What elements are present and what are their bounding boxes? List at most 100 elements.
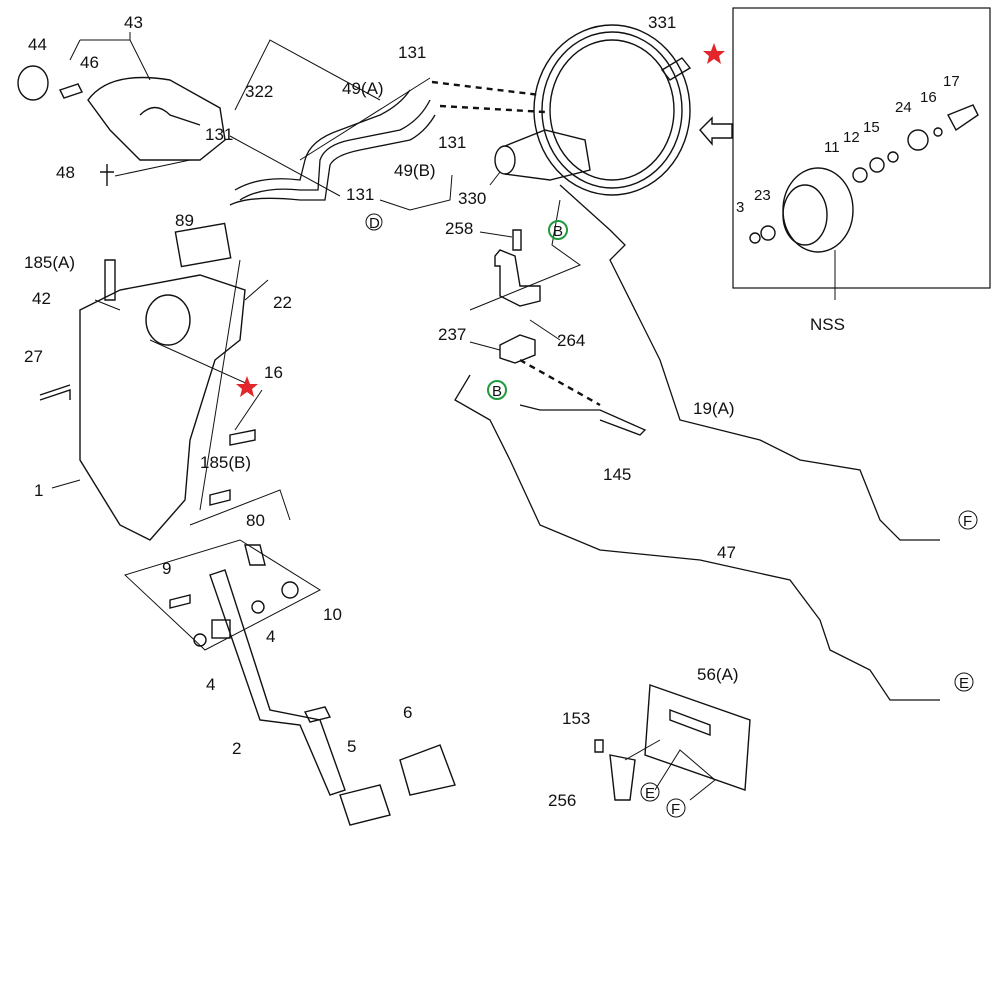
label-237: 237	[438, 325, 466, 344]
label-153: 153	[562, 709, 590, 728]
ref-e: E	[645, 785, 655, 802]
bolt-153	[594, 739, 604, 753]
ref-f: F	[671, 801, 680, 818]
inset-label-15: 15	[863, 119, 880, 136]
switch-16	[229, 429, 256, 446]
pedal-arm	[209, 569, 346, 796]
bolt-185a	[104, 259, 116, 301]
label-264: 264	[557, 331, 585, 350]
label-258: 258	[445, 219, 473, 238]
ref-d: D	[369, 215, 380, 232]
bolt-185b	[209, 489, 231, 506]
clip-256	[609, 754, 636, 801]
label-1: 1	[34, 481, 43, 500]
inset-label-3: 3	[736, 199, 744, 216]
inset-labels: NSS 3 23 11 12 15 24 16 17	[736, 73, 960, 334]
pedal-bracket	[39, 259, 291, 541]
ref-circle-e	[640, 782, 660, 802]
star-icon	[236, 376, 258, 397]
label-43: 43	[124, 13, 143, 32]
star-markers	[236, 43, 725, 397]
reservoir-assembly	[17, 32, 226, 186]
spring-10	[281, 581, 299, 599]
label-10: 10	[323, 605, 342, 624]
inset-label-17: 17	[943, 73, 960, 90]
proportioning-valve	[469, 199, 601, 407]
ref-circle-e	[954, 672, 974, 692]
ref-circle-f	[958, 510, 978, 530]
pipe-19a	[559, 184, 940, 541]
label-46: 46	[80, 53, 99, 72]
label-331: 331	[648, 13, 676, 32]
label-185b: 185(B)	[200, 453, 251, 472]
ref-b: B	[553, 223, 563, 240]
brake-booster	[431, 24, 733, 196]
inset-label-16: 16	[920, 89, 937, 106]
label-131: 131	[398, 43, 426, 62]
label-131: 131	[438, 133, 466, 152]
label-49b: 49(B)	[394, 161, 436, 180]
pedal-assembly	[124, 539, 456, 826]
ref-circle-d	[365, 213, 383, 231]
valve-237	[499, 334, 536, 364]
ref-circle-b	[548, 220, 568, 240]
label-185a: 185(A)	[24, 253, 75, 272]
label-49a: 49(A)	[342, 79, 384, 98]
label-131: 131	[205, 125, 233, 144]
label-44: 44	[28, 35, 47, 54]
label-80: 80	[246, 511, 265, 530]
reservoir-cap	[17, 65, 49, 101]
bracket-89	[174, 222, 232, 268]
pipe-47	[454, 374, 940, 701]
label-5: 5	[347, 737, 356, 756]
hoses-49	[174, 39, 453, 268]
part-80	[244, 544, 266, 566]
bolt-258	[512, 229, 522, 251]
bracket-264	[494, 249, 541, 307]
ref-circle-b	[487, 380, 507, 400]
pedal-pad-6	[399, 744, 456, 796]
label-330: 330	[458, 189, 486, 208]
label-256: 256	[548, 791, 576, 810]
label-47: 47	[717, 543, 736, 562]
label-19a: 19(A)	[693, 399, 735, 418]
label-322: 322	[245, 82, 273, 101]
master-cylinder	[489, 129, 591, 186]
label-89: 89	[175, 211, 194, 230]
bracket-56a	[594, 684, 751, 801]
pipe-145	[519, 404, 647, 436]
ref-e: E	[959, 675, 969, 692]
clevis	[660, 57, 692, 81]
ref-f: F	[963, 513, 972, 530]
star-icon	[703, 43, 725, 64]
inset-label-24: 24	[895, 99, 912, 116]
label-16: 16	[264, 363, 283, 382]
bolt-9	[169, 594, 191, 609]
label-2: 2	[232, 739, 241, 758]
inset-label-23: 23	[754, 187, 771, 204]
ref-circle-f	[666, 798, 686, 818]
bolt-48	[100, 164, 114, 186]
ref-b: B	[492, 383, 502, 400]
label-131: 131	[346, 185, 374, 204]
label-56a: 56(A)	[697, 665, 739, 684]
inset-title: NSS	[810, 315, 845, 334]
label-42: 42	[32, 289, 51, 308]
pedal-pad	[339, 784, 391, 826]
label-9: 9	[162, 559, 171, 578]
bolt-27	[39, 384, 71, 401]
part-labels: 43 44 46 322 131 49(A) 131 131 49(B) 131…	[24, 13, 739, 810]
inset-label-11: 11	[824, 139, 840, 156]
bolt-46	[59, 83, 83, 99]
reservoir-tank	[87, 76, 226, 161]
inset-label-12: 12	[843, 129, 860, 146]
label-27: 27	[24, 347, 43, 366]
brake-lines	[454, 184, 940, 701]
label-6: 6	[403, 703, 412, 722]
part-5	[303, 706, 332, 723]
label-4: 4	[266, 627, 275, 646]
reference-markers: D B B F E E F	[365, 213, 978, 818]
label-48: 48	[56, 163, 75, 182]
